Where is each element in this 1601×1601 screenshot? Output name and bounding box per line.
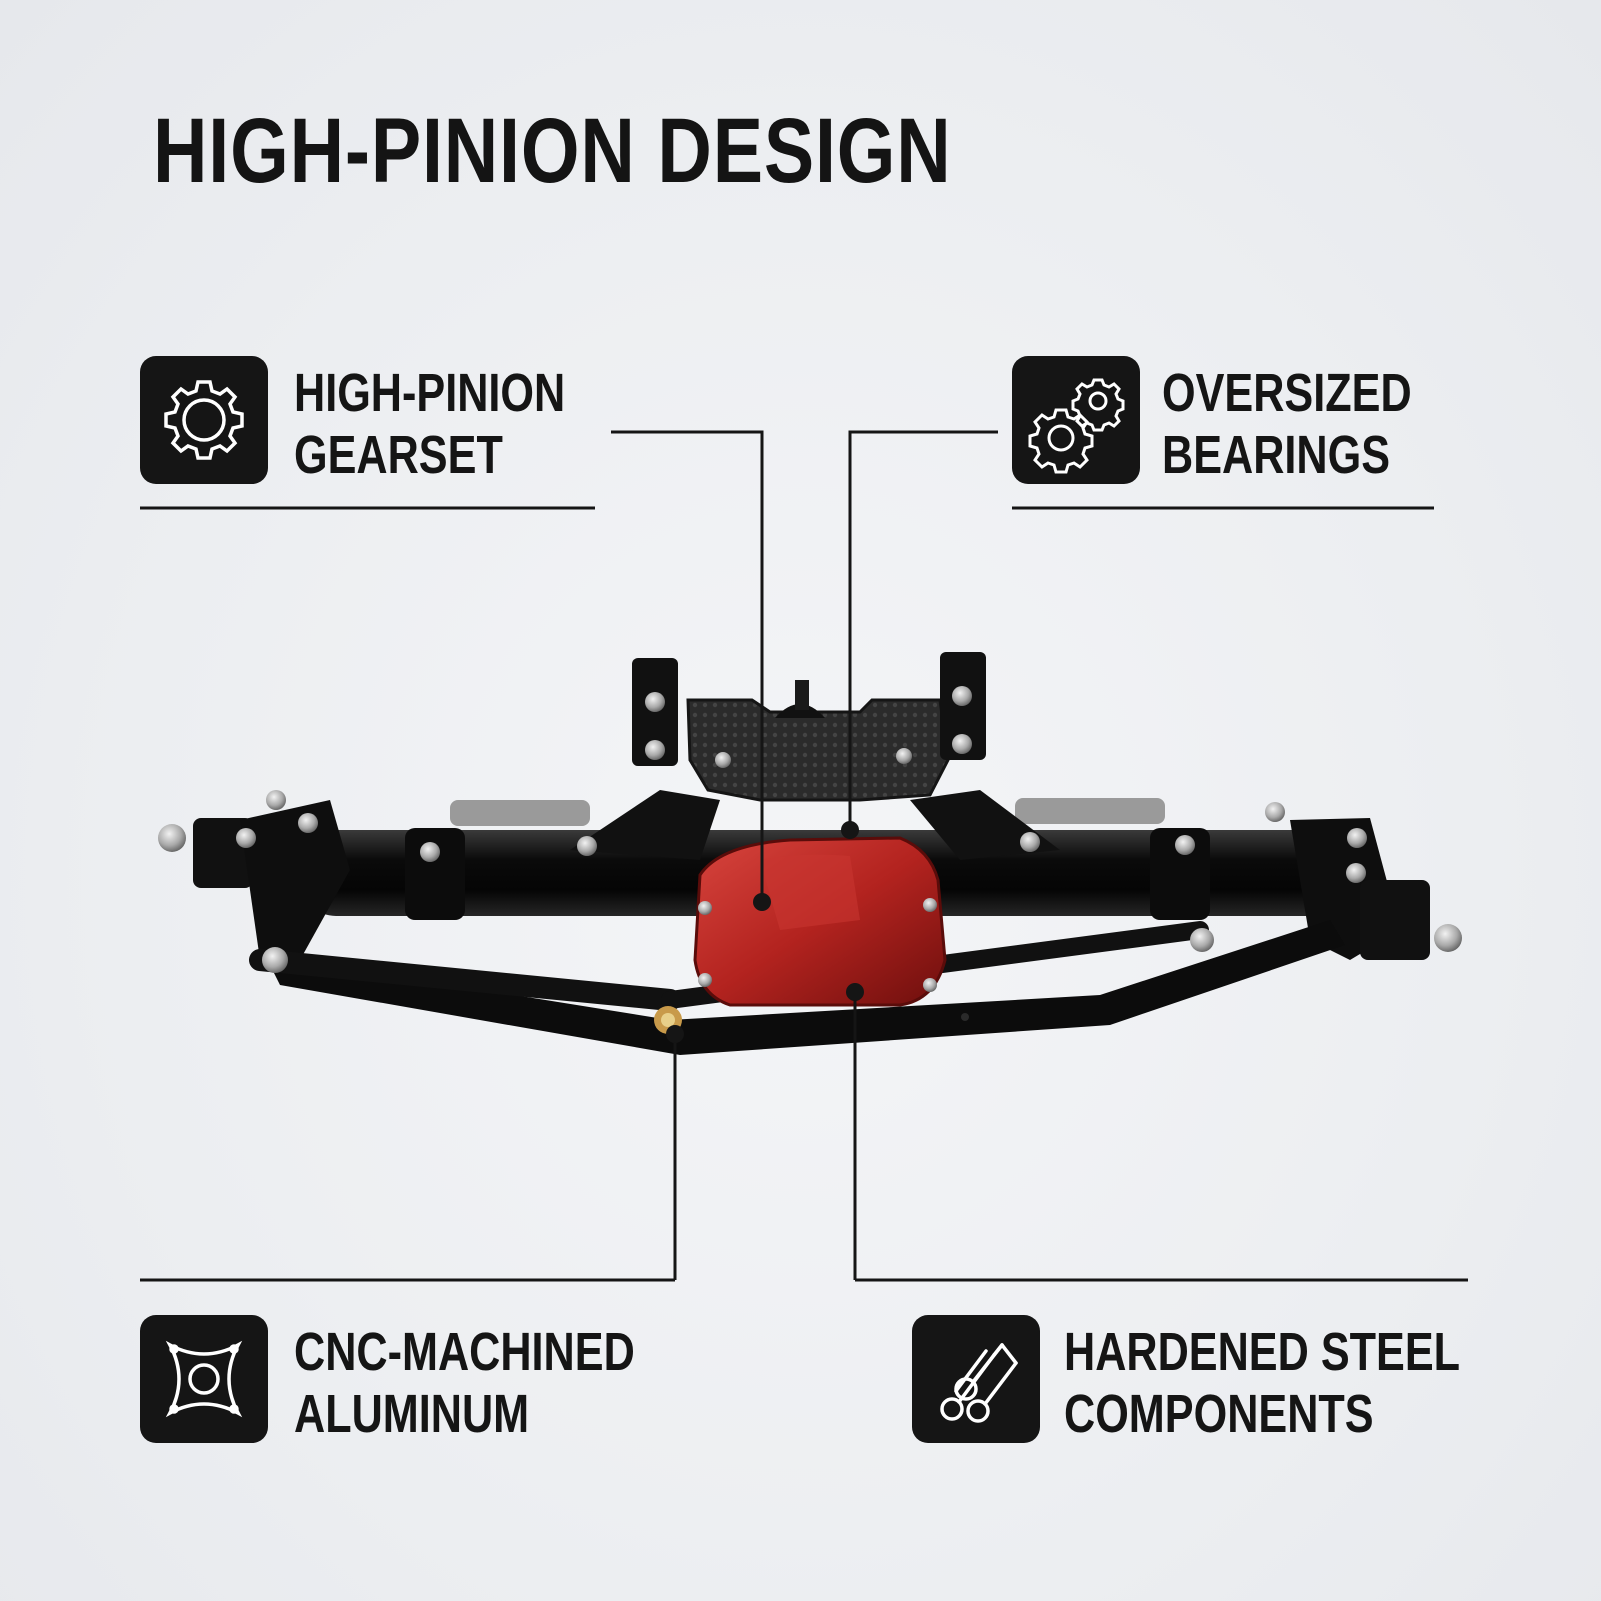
leader-bearings	[848, 430, 998, 830]
feature-gearset-line1: HIGH-PINION	[294, 363, 566, 423]
gears-icon	[1012, 356, 1140, 484]
left-knuckle	[158, 790, 350, 960]
marker-steel	[846, 983, 864, 1001]
feature-bearings-line1: OVERSIZED	[1162, 363, 1412, 423]
steel-rods-icon	[912, 1315, 1040, 1443]
feature-bearings-line2: BEARINGS	[1162, 425, 1391, 485]
feature-aluminum-line2: ALUMINUM	[294, 1384, 530, 1444]
marker-aluminum	[666, 1025, 684, 1043]
feature-steel-line1: HARDENED STEEL	[1064, 1322, 1461, 1382]
differential-cover	[693, 836, 947, 1007]
page-title: HIGH-PINION DESIGN	[153, 100, 952, 202]
feature-steel-line2: COMPONENTS	[1064, 1384, 1374, 1444]
leader-gearset	[611, 430, 764, 902]
machined-plate-icon	[140, 1315, 268, 1443]
carbon-mount-plate	[632, 652, 986, 802]
feature-aluminum-line1: CNC-MACHINED	[294, 1322, 635, 1382]
feature-gearset-line2: GEARSET	[294, 425, 503, 485]
gear-icon	[140, 356, 268, 484]
marker-bearings	[841, 821, 859, 839]
marker-gearset	[753, 893, 771, 911]
